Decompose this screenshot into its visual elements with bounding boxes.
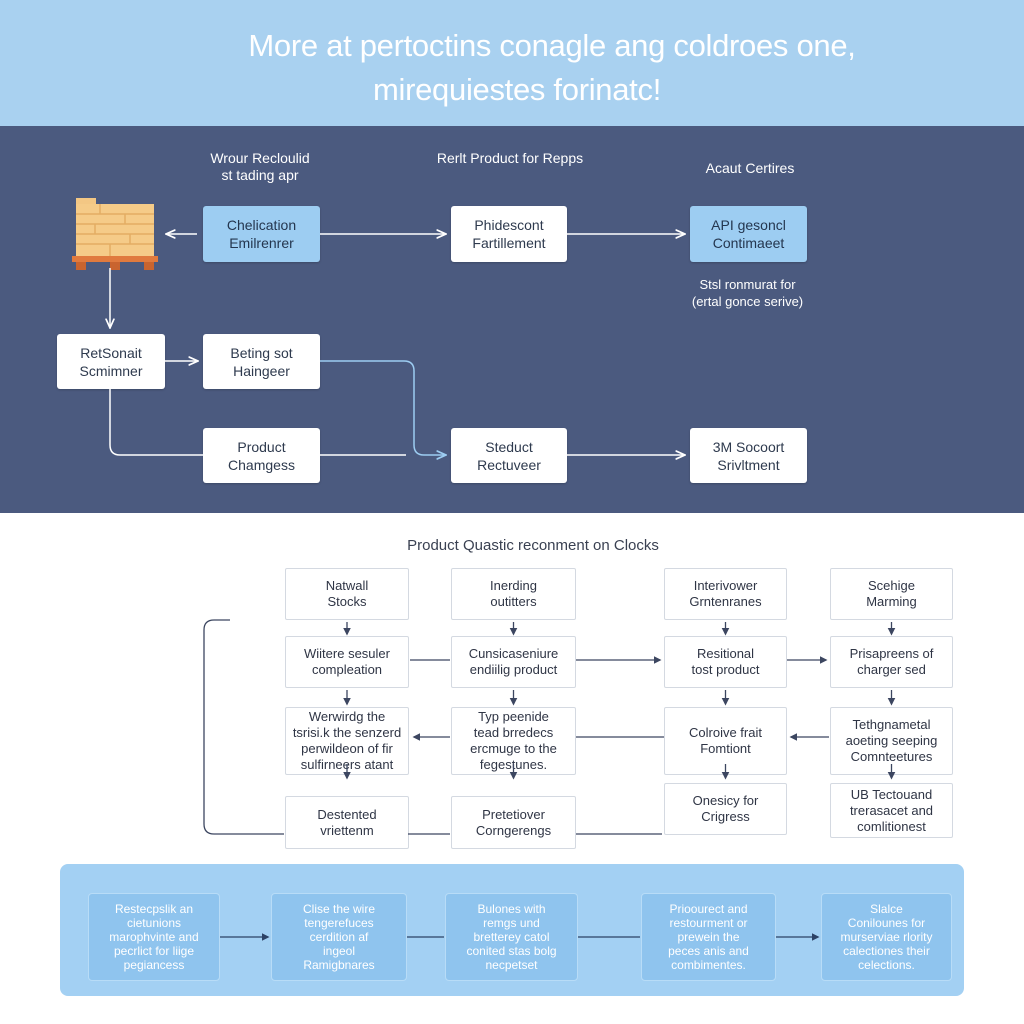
banner-title-line-1: More at pertoctins conagle ang coldroes … bbox=[248, 28, 856, 63]
pallet-boxes-icon bbox=[70, 192, 160, 272]
banner-title-line-2: mirequiestes forinatc! bbox=[372, 72, 662, 107]
top-label-right: Acaut Certires bbox=[705, 160, 795, 176]
top-label-center: Rerlt Product for Repps bbox=[436, 150, 584, 166]
header-banner: More at pertoctins conagle ang coldroes … bbox=[0, 0, 1024, 126]
middle-title: Product Quastic reconment on Clocks bbox=[407, 537, 659, 554]
top-label-left: Wrour Recloulid st tading apr bbox=[210, 150, 310, 183]
top-note: Stsl ronmurat for (ertal gonce serive) bbox=[691, 277, 804, 309]
